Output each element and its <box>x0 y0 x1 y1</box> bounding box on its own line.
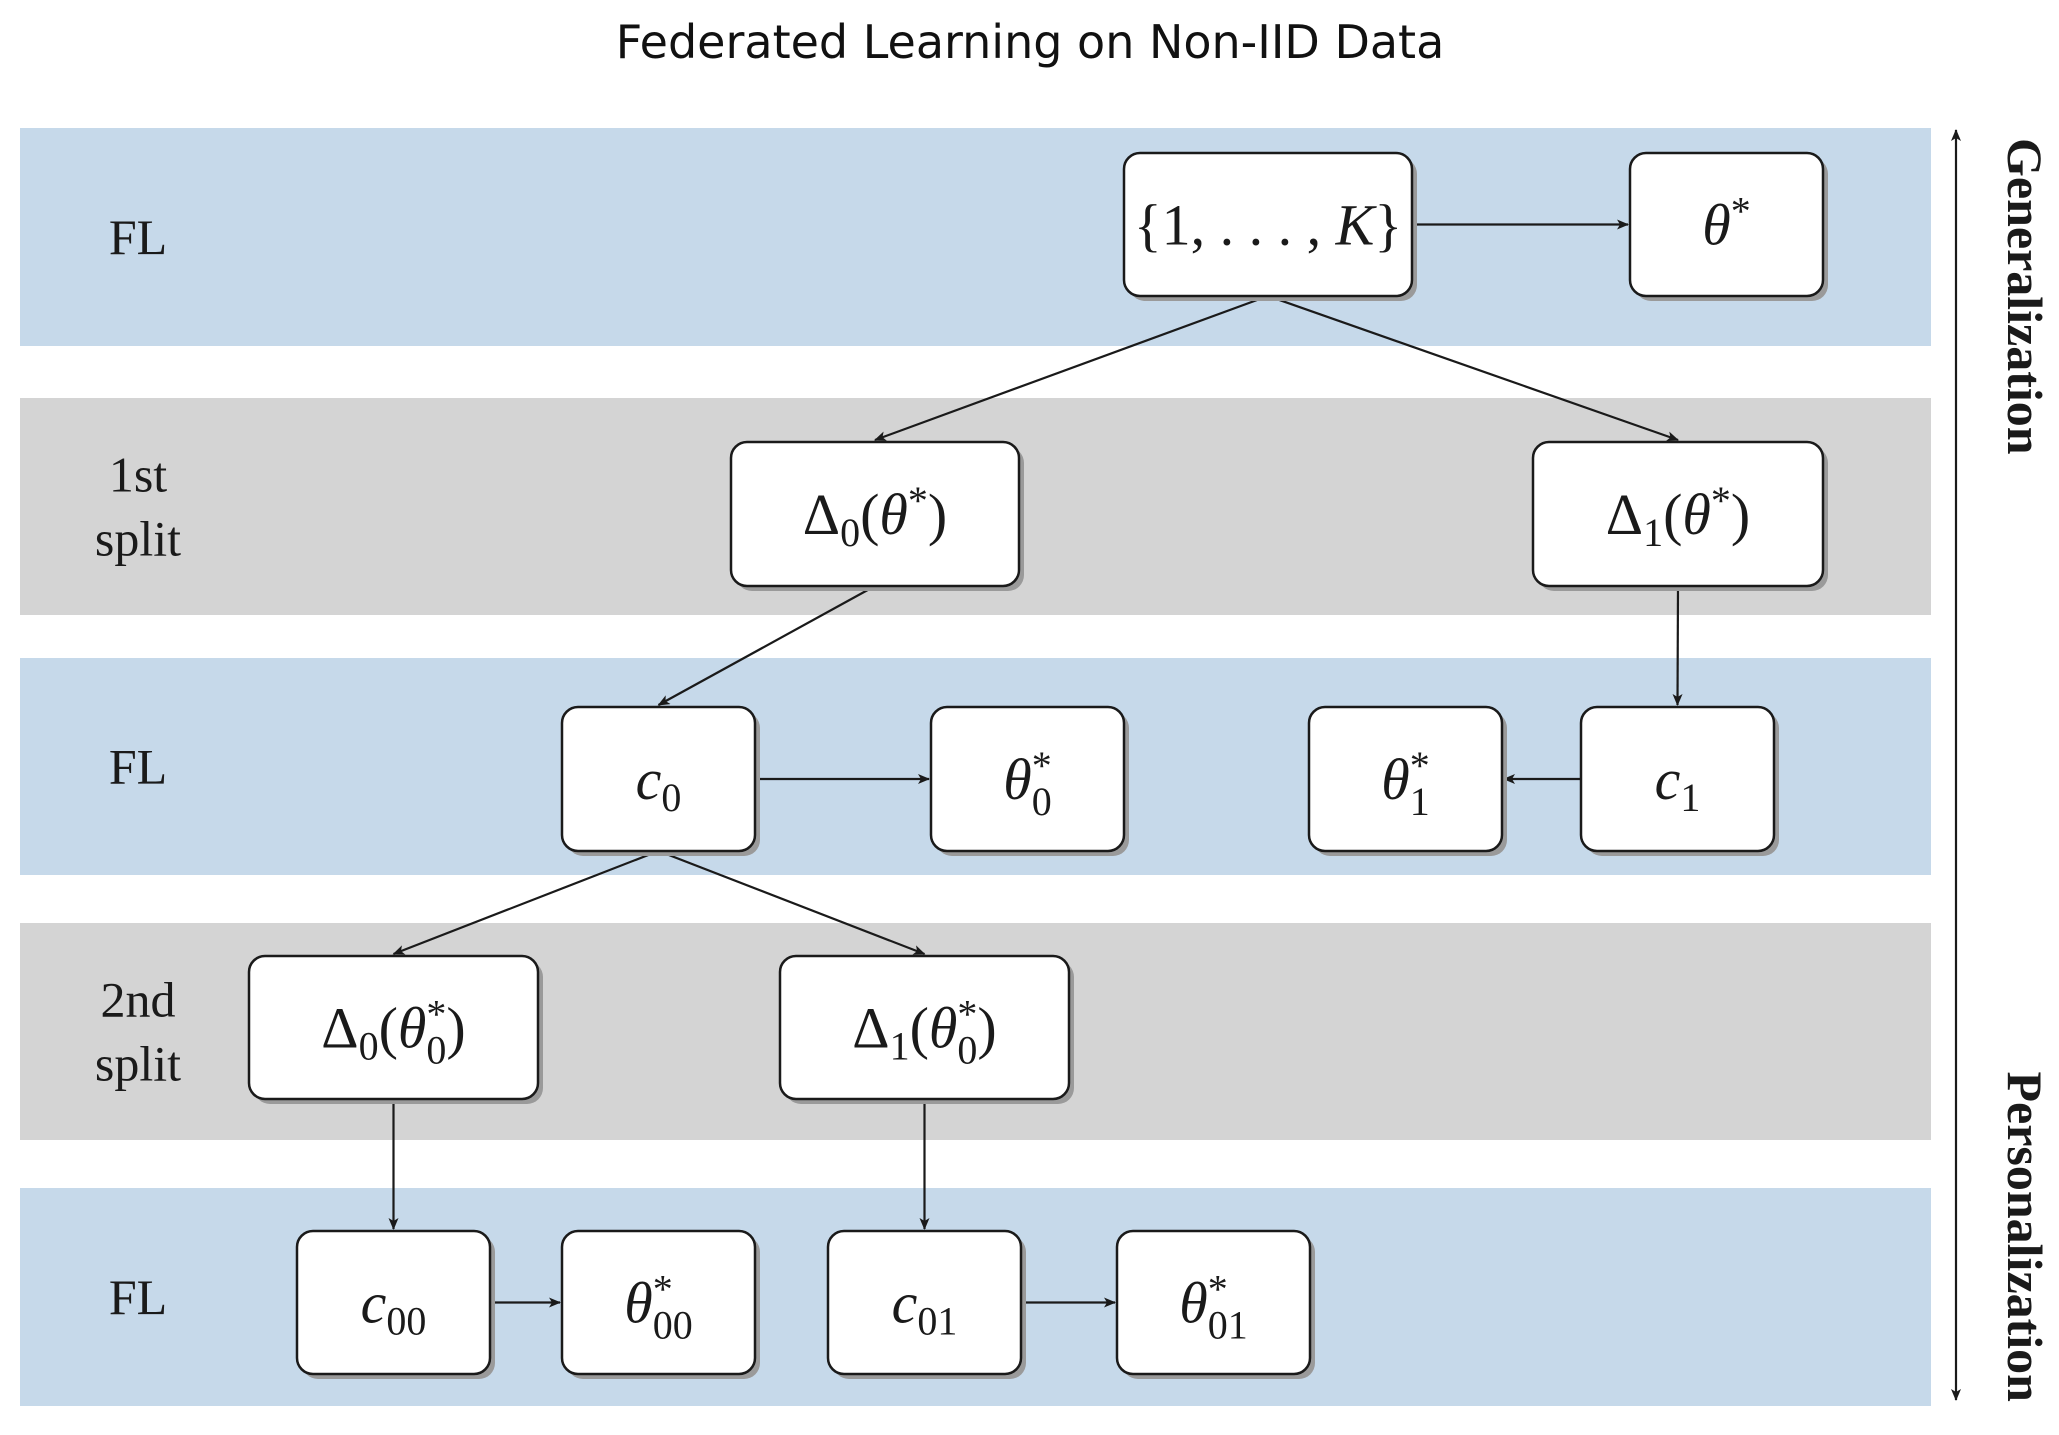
node-c01: c01 <box>826 1229 1026 1379</box>
row-label-split1: split <box>95 511 181 567</box>
node-label-root: {1, . . . , K} <box>1134 193 1402 258</box>
node-theta00: θ*00 <box>560 1229 760 1379</box>
node-label-theta01: θ*01 <box>1179 1267 1248 1348</box>
node-label-delta01: Δ1(θ*0) <box>852 992 996 1073</box>
edges <box>388 219 1683 1308</box>
node-box <box>1122 151 1414 298</box>
node-box <box>560 705 757 853</box>
node-root: {1, . . . , K} <box>1122 151 1417 301</box>
node-box <box>1115 1229 1312 1376</box>
node-box <box>560 1229 757 1376</box>
node-delta00: Δ0(θ*0) <box>247 954 543 1104</box>
row-label-fl1: FL <box>109 209 167 265</box>
edge-delta0-to-c0 <box>657 585 876 706</box>
node-c1: c1 <box>1579 705 1779 856</box>
band-fl1 <box>20 128 1931 346</box>
edge-root-to-delta0 <box>874 294 1269 442</box>
node-c00: c00 <box>295 1229 495 1379</box>
node-theta_star: θ* <box>1628 151 1828 301</box>
node-delta01: Δ1(θ*0) <box>778 954 1074 1104</box>
generalization-label: Generalization <box>1997 138 2053 455</box>
node-delta1: Δ1(θ*) <box>1531 440 1828 591</box>
node-box <box>247 954 540 1101</box>
node-box <box>1628 151 1825 298</box>
diagram-title: Federated Learning on Non-IID Data <box>616 15 1445 69</box>
node-label-delta00: Δ0(θ*0) <box>321 992 465 1073</box>
node-label-theta_star: θ* <box>1702 189 1751 258</box>
edge-root-to-delta1 <box>1267 294 1679 442</box>
row-label-split1: 1st <box>109 447 167 503</box>
node-box <box>778 954 1071 1101</box>
node-box <box>1307 705 1504 853</box>
node-label-c1: c1 <box>1655 747 1701 820</box>
node-theta1: θ*1 <box>1307 705 1507 856</box>
node-c0: c0 <box>560 705 760 856</box>
node-box <box>929 705 1126 853</box>
node-box <box>729 440 1021 588</box>
node-theta01: θ*01 <box>1115 1229 1315 1379</box>
node-box <box>1531 440 1825 588</box>
node-label-theta0: θ*0 <box>1003 743 1052 824</box>
row-label-fl2: FL <box>109 739 167 795</box>
side-axis: Generalization Personalization <box>1951 129 2053 1402</box>
row-label-fl3: FL <box>109 1269 167 1325</box>
node-box <box>295 1229 492 1376</box>
node-label-c01: c01 <box>892 1271 958 1344</box>
node-theta0: θ*0 <box>929 705 1129 856</box>
node-label-c00: c00 <box>361 1271 427 1344</box>
personalization-label: Personalization <box>1997 1071 2053 1402</box>
edge-delta1-to-c1 <box>1672 585 1683 706</box>
row-label-split2: 2nd <box>101 972 176 1028</box>
nodes: {1, . . . , K} θ* Δ0(θ*) Δ1(θ*) c0 θ*0 θ*1 c1Δ0… <box>247 151 1828 1379</box>
node-label-theta1: θ*1 <box>1381 743 1430 824</box>
node-box <box>1579 705 1776 853</box>
node-box <box>826 1229 1023 1376</box>
node-label-delta0: Δ0(θ*) <box>803 478 947 555</box>
row-label-split2: split <box>95 1036 181 1092</box>
node-label-c0: c0 <box>636 747 682 820</box>
edge-c0-to-delta01 <box>658 849 926 956</box>
node-label-theta00: θ*00 <box>624 1267 693 1348</box>
node-delta0: Δ0(θ*) <box>729 440 1024 591</box>
node-label-delta1: Δ1(θ*) <box>1606 478 1750 555</box>
edge-c0-to-delta00 <box>392 849 659 956</box>
